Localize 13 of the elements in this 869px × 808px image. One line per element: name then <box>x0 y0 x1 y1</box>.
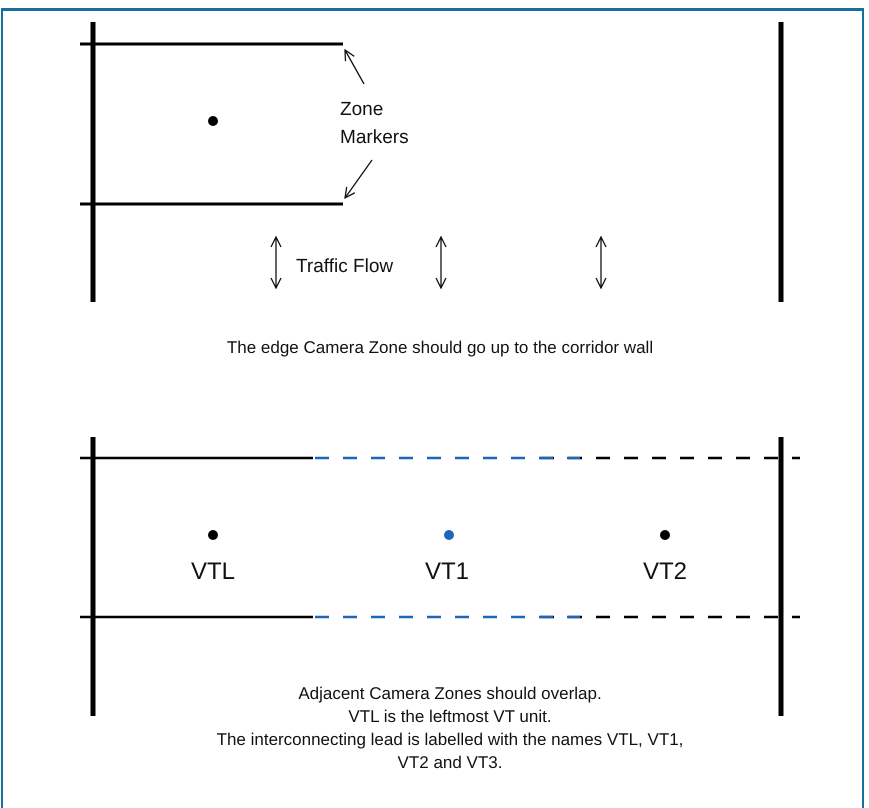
zone-marker-label: Zone Markers <box>340 96 410 152</box>
flow-label: Traffic Flow <box>296 255 394 278</box>
caption-text: The edge Camera Zone should go up to the corridor wall <box>226 337 654 359</box>
leader-arrow <box>344 160 373 199</box>
unit-label: VTL <box>190 560 236 583</box>
zone-marker-line <box>80 42 343 46</box>
note-text: The interconnecting lead is labelled with the names VTL, VT1, VT2 and VT3. <box>216 729 684 774</box>
note-text: Adjacent Camera Zones should overlap. <box>297 683 603 705</box>
zone-marker-line <box>80 202 343 206</box>
unit-label: VT2 <box>642 560 688 583</box>
note-text: VTL is the leftmost VT unit. <box>347 706 553 728</box>
leader-arrow <box>344 49 365 84</box>
unit-label: VT1 <box>424 560 470 583</box>
